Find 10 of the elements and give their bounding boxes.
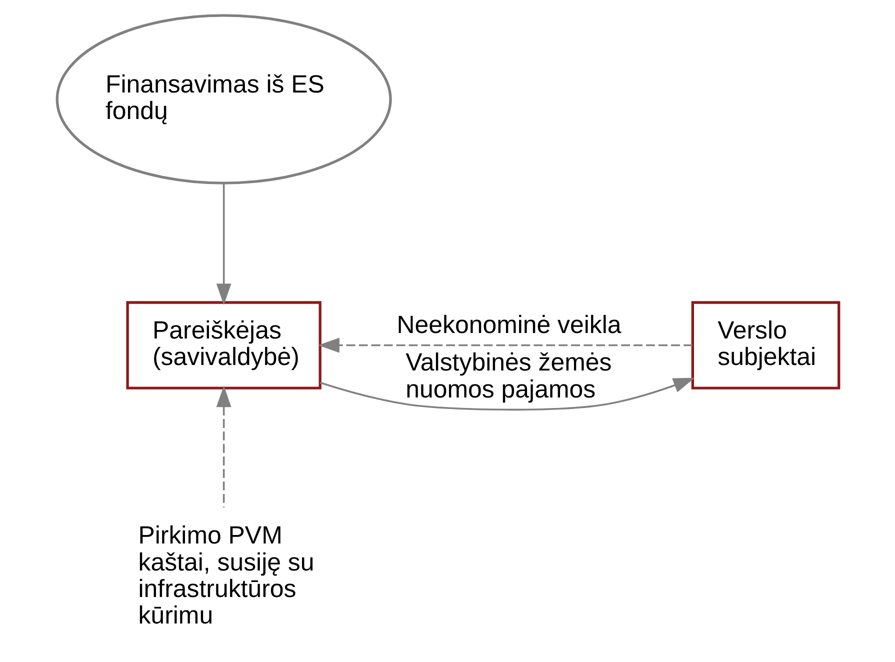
node-text: Pirkimo PVM kaštai, susiję su infrastruktūros kūrimu — [138, 522, 314, 630]
arrow — [216, 183, 231, 306]
arrow — [318, 338, 692, 353]
arrow — [216, 386, 231, 508]
edge-label: Neekonominė veikla — [396, 311, 621, 340]
node-box: Pareiškėjas (savivaldybė) — [126, 301, 321, 390]
node-box: Verslo subjektai — [690, 301, 840, 390]
arrow — [319, 378, 694, 411]
node-ellipse: Finansavimas iš ES fondų — [55, 14, 392, 184]
edge-label: Valstybinės žemės nuomos pajamos — [405, 348, 612, 404]
